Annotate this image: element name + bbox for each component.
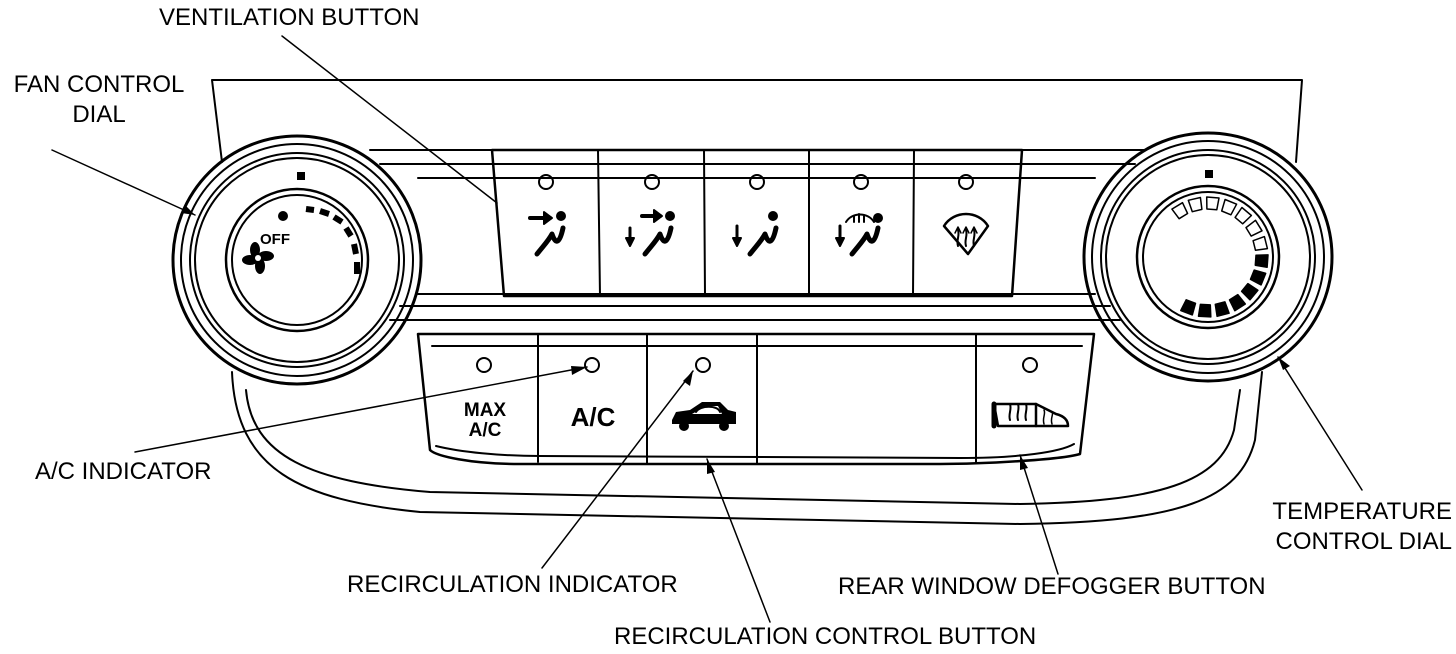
fan-off-label: OFF xyxy=(260,231,290,248)
recirculation-indicator xyxy=(695,357,711,373)
ventilation-button-block xyxy=(490,148,1024,298)
recirculation-car-icon xyxy=(672,402,736,431)
vent-face-floor-icon xyxy=(625,209,675,257)
max-ac-label-line2: A/C xyxy=(469,420,502,441)
fan-dial-marker-icon xyxy=(297,172,305,180)
callout-recirculation-indicator: RECIRCULATION INDICATOR xyxy=(347,571,678,598)
temperature-scale-segment xyxy=(1214,301,1230,318)
ac-button-label: A/C xyxy=(571,402,616,432)
temperature-scale-segment xyxy=(1245,219,1263,237)
callout-rear-window-defogger-button: REAR WINDOW DEFOGGER BUTTON xyxy=(838,573,1266,600)
recirculation-control-button[interactable] xyxy=(695,357,711,373)
rear-window-defogger-button[interactable] xyxy=(1022,357,1038,373)
temperature-scale-segment xyxy=(1187,196,1203,213)
vent-button-face-floor[interactable] xyxy=(644,174,660,190)
temperature-scale-segment xyxy=(1180,299,1197,316)
temperature-dial-marker-icon xyxy=(1205,170,1213,178)
windshield-defrost-icon xyxy=(942,212,990,256)
max-ac-button[interactable] xyxy=(476,357,492,373)
callout-fan-control-dial: FAN CONTROL DIAL xyxy=(13,71,185,128)
temperature-scale-segment xyxy=(1240,282,1259,301)
temperature-scale-icon xyxy=(1171,196,1269,318)
temperature-scale-segment xyxy=(1171,201,1189,220)
vent-floor-defrost-icon xyxy=(835,213,883,257)
rear-defogger-icon xyxy=(991,401,1070,429)
fan-speed-scale-icon xyxy=(305,206,360,274)
temperature-scale-segment xyxy=(1228,293,1247,312)
vent-button-floor-defrost[interactable] xyxy=(853,174,869,190)
leader-arrowheads xyxy=(181,205,1290,474)
temperature-scale-segment xyxy=(1234,206,1253,225)
fan-icon xyxy=(242,242,274,274)
vent-button-face[interactable] xyxy=(538,174,554,190)
temperature-scale-segment xyxy=(1254,254,1269,269)
vent-button-windshield-defrost[interactable] xyxy=(958,174,974,190)
temperature-scale-segment xyxy=(1252,235,1269,252)
lower-button-block xyxy=(416,332,1096,466)
temperature-scale-segment xyxy=(1220,198,1238,216)
vent-button-floor[interactable] xyxy=(749,174,765,190)
vent-floor-icon xyxy=(732,211,779,257)
callout-temperature-control-dial: TEMPERATURE CONTROL DIAL xyxy=(1272,498,1452,555)
panel-bezel xyxy=(211,79,1303,525)
temperature-control-dial[interactable] xyxy=(1082,131,1334,383)
temperature-scale-segment xyxy=(1197,303,1212,318)
callout-ac-indicator: A/C INDICATOR xyxy=(35,458,212,485)
leader-lines xyxy=(51,35,1363,623)
temperature-scale-segment xyxy=(1249,269,1267,286)
fan-off-dot-icon xyxy=(278,211,288,221)
max-ac-label-line1: MAX xyxy=(464,400,507,421)
ac-indicator xyxy=(584,357,600,373)
vent-face-icon xyxy=(528,211,566,257)
ac-button[interactable] xyxy=(584,357,600,373)
fan-control-dial[interactable] xyxy=(171,134,423,386)
callout-recirculation-control-button: RECIRCULATION CONTROL BUTTON xyxy=(614,623,1037,650)
callout-ventilation-button: VENTILATION BUTTON xyxy=(159,4,420,31)
temperature-scale-segment xyxy=(1205,196,1220,211)
